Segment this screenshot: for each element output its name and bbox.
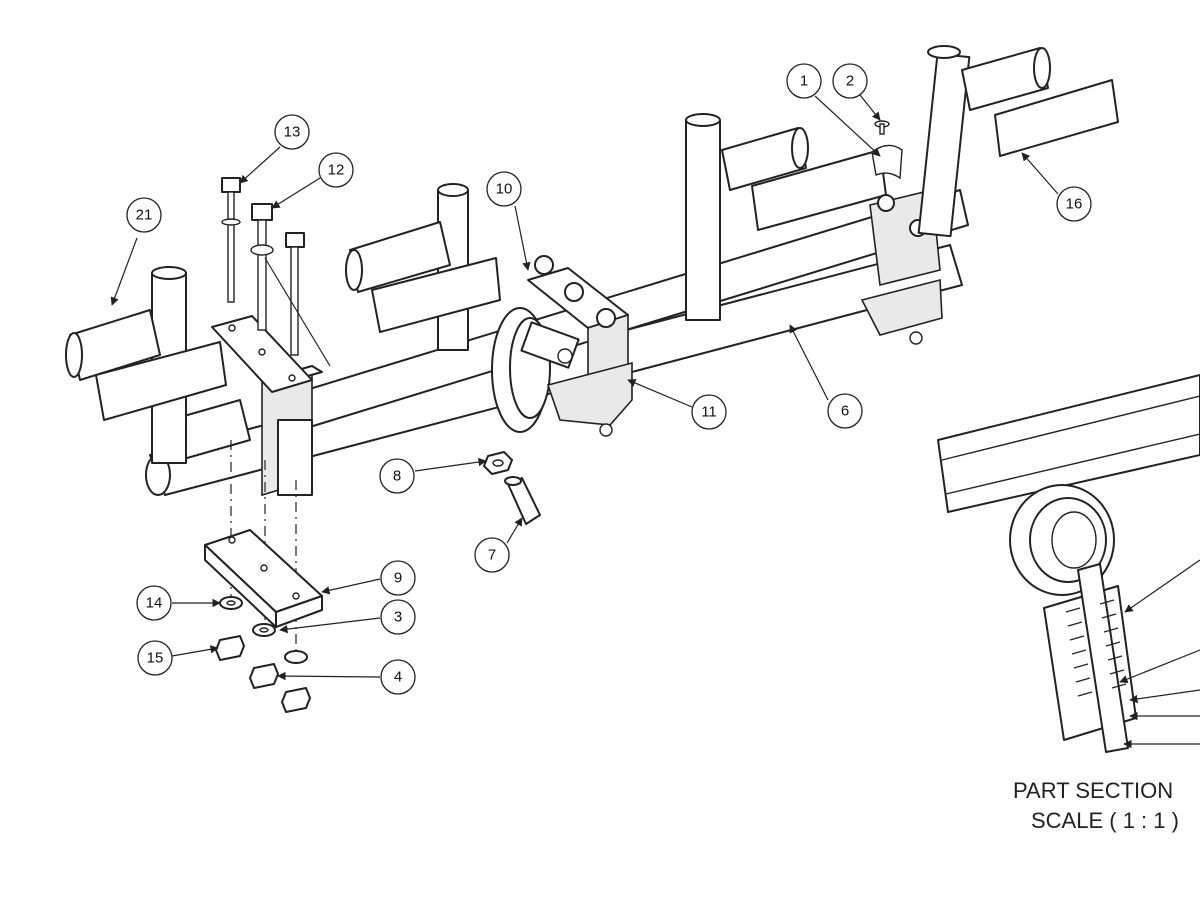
svg-text:10: 10 xyxy=(496,181,513,198)
svg-text:21: 21 xyxy=(136,207,153,224)
balloon-2: 2 xyxy=(832,63,868,99)
nut-8 xyxy=(483,451,513,475)
svg-text:4: 4 xyxy=(394,669,402,686)
section-view-title: PART SECTION xyxy=(1013,778,1174,803)
washers-and-nuts xyxy=(215,596,311,713)
balloon-12: 12 xyxy=(318,152,354,188)
balloon-1: 1 xyxy=(786,63,822,99)
center-clamp-block xyxy=(527,255,633,437)
bolt-7 xyxy=(504,476,541,525)
center-drive xyxy=(491,307,580,433)
svg-text:12: 12 xyxy=(328,162,345,179)
svg-text:15: 15 xyxy=(147,650,164,667)
svg-text:9: 9 xyxy=(394,570,402,587)
balloon-6: 6 xyxy=(827,393,863,429)
bolt-12 xyxy=(250,203,274,331)
balloon-8: 8 xyxy=(379,458,415,494)
top-plate xyxy=(211,315,313,393)
bottom-plate xyxy=(204,440,323,655)
mid-left-upright xyxy=(345,183,501,351)
svg-text:6: 6 xyxy=(841,403,849,420)
bolt-13 xyxy=(221,177,241,303)
balloon-4: 4 xyxy=(380,659,416,695)
balloon-13: 13 xyxy=(274,114,310,150)
balloon-11: 11 xyxy=(691,394,727,430)
left-upright xyxy=(65,266,227,464)
svg-text:1: 1 xyxy=(800,73,808,90)
svg-text:14: 14 xyxy=(146,595,163,612)
balloon-9: 9 xyxy=(380,560,416,596)
svg-text:3: 3 xyxy=(394,609,402,626)
section-spring xyxy=(1065,599,1127,697)
part-section-view xyxy=(937,374,1200,753)
right-upright xyxy=(917,45,1119,238)
leader-lines xyxy=(110,94,1059,681)
bolt-right xyxy=(285,232,305,356)
main-frame xyxy=(145,189,969,496)
balloon-14: 14 xyxy=(136,585,172,621)
balloon-10: 10 xyxy=(486,171,522,207)
svg-text:11: 11 xyxy=(701,404,717,421)
svg-text:16: 16 xyxy=(1066,196,1083,213)
svg-text:7: 7 xyxy=(488,547,496,564)
svg-text:13: 13 xyxy=(284,124,301,141)
balloon-21: 21 xyxy=(126,197,162,233)
balloon-16: 16 xyxy=(1056,186,1092,222)
svg-text:2: 2 xyxy=(846,73,854,90)
balloon-7: 7 xyxy=(474,537,510,573)
center-upright xyxy=(685,113,887,321)
balloon-15: 15 xyxy=(137,640,173,676)
section-view-scale: SCALE ( 1 : 1 ) xyxy=(1031,808,1179,833)
balloon-3: 3 xyxy=(380,599,416,635)
svg-text:8: 8 xyxy=(393,468,401,485)
